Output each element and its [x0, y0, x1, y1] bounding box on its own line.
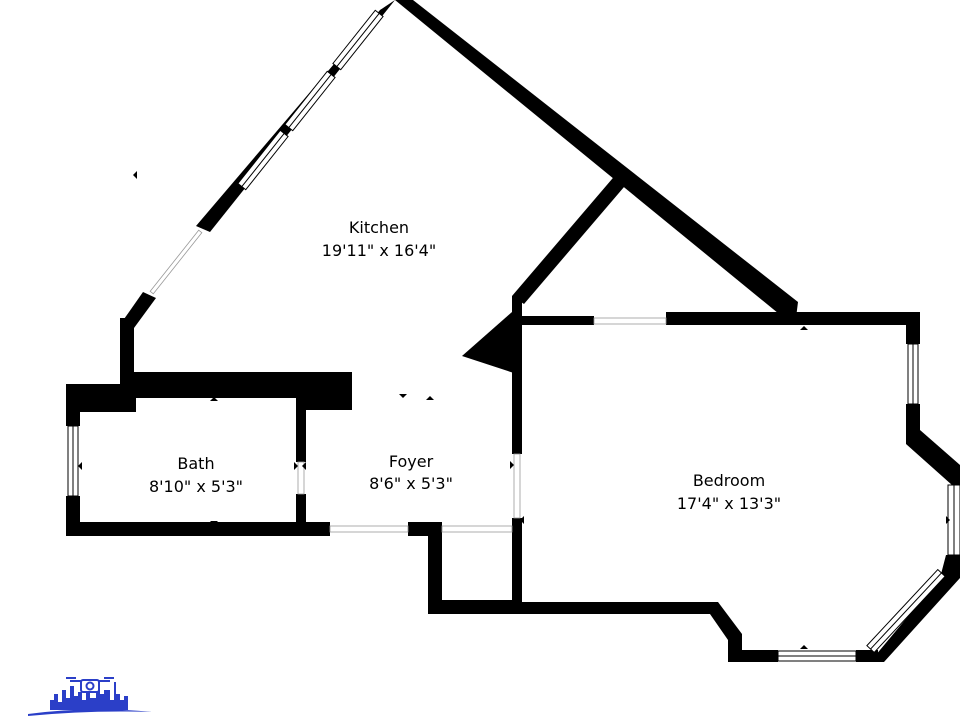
room-dimensions: 8'10" x 5'3": [149, 477, 243, 496]
kitchen-diagonal-wall-ne: [395, 0, 798, 318]
walls: [66, 0, 960, 662]
marker: [133, 171, 137, 179]
bedroom-east-wall-angle: [906, 430, 960, 485]
bedroom-north-wall-right: [666, 312, 920, 325]
bedroom-south-window: [777, 650, 857, 662]
closet-south-west-wall: [428, 526, 442, 614]
bath-window: [67, 425, 79, 497]
marker: [78, 462, 82, 470]
bath-west-wall-upper: [66, 384, 80, 426]
marker: [210, 397, 218, 401]
room-name: Foyer: [389, 452, 434, 471]
foyer-corner-fill: [462, 305, 520, 375]
room-foyer: Foyer 8'6" x 5'3": [369, 452, 453, 493]
room-name: Bedroom: [693, 471, 765, 490]
kitchen-window-middle: [284, 70, 336, 132]
room-dimensions: 19'11" x 16'4": [322, 241, 436, 260]
bath-door-opening: [297, 461, 305, 495]
door-markers: [78, 171, 950, 649]
foyer-south-opening: [329, 525, 409, 533]
marker: [210, 521, 218, 525]
bedroom-south-wall-left: [520, 602, 778, 662]
kitchen-window-lower: [237, 129, 289, 191]
marker: [520, 516, 524, 524]
bedroom-east-wall-mid: [906, 404, 920, 438]
bedroom-east-wall-upper: [906, 312, 920, 344]
bedroom-north-wall-left: [520, 316, 594, 325]
closet-diagonal-wall: [512, 172, 630, 304]
room-name: Kitchen: [349, 218, 409, 237]
bath-east-wall-upper: [296, 398, 306, 462]
bedroom-door-opening: [513, 453, 521, 519]
bedroom-south-wall-right: [856, 650, 878, 662]
bath-kitchen-partition: [66, 372, 352, 412]
logo-swoosh: [28, 709, 152, 716]
marker: [302, 462, 306, 470]
marker: [399, 394, 407, 398]
marker: [426, 522, 434, 526]
marker: [946, 516, 950, 524]
kitchen-west-wall: [120, 318, 134, 390]
foyer-south-wall-right: [408, 522, 442, 536]
marker: [800, 326, 808, 330]
bedroom-west-wall-lower: [512, 518, 522, 608]
bath-south-wall: [66, 522, 330, 536]
room-bath: Bath 8'10" x 5'3": [149, 454, 243, 496]
marker: [510, 461, 514, 469]
room-dimensions: 8'6" x 5'3": [369, 474, 453, 493]
kitchen-window-upper: [332, 9, 384, 71]
room-dimensions: 17'4" x 13'3": [677, 494, 781, 513]
room-kitchen: Kitchen 19'11" x 16'4": [322, 218, 436, 260]
marker: [426, 396, 434, 400]
marker: [294, 462, 298, 470]
closet-south-wall: [428, 600, 520, 614]
room-name: Bath: [177, 454, 214, 473]
bedroom-west-wall-upper: [512, 318, 522, 454]
bedroom-southeast-window: [866, 568, 946, 654]
logo-skyline: [50, 682, 128, 710]
marker: [800, 645, 808, 649]
drone-camera-city-skyline-icon: [28, 677, 152, 716]
closet-north-opening: [441, 525, 513, 533]
windows: [67, 9, 960, 662]
logo-drone: [66, 677, 114, 693]
bedroom-east-window-upper: [907, 343, 919, 405]
kitchen-opening-west: [149, 229, 203, 295]
bedroom-north-opening: [593, 317, 667, 325]
bath-east-wall-lower: [296, 494, 306, 526]
room-bedroom: Bedroom 17'4" x 13'3": [677, 471, 781, 513]
